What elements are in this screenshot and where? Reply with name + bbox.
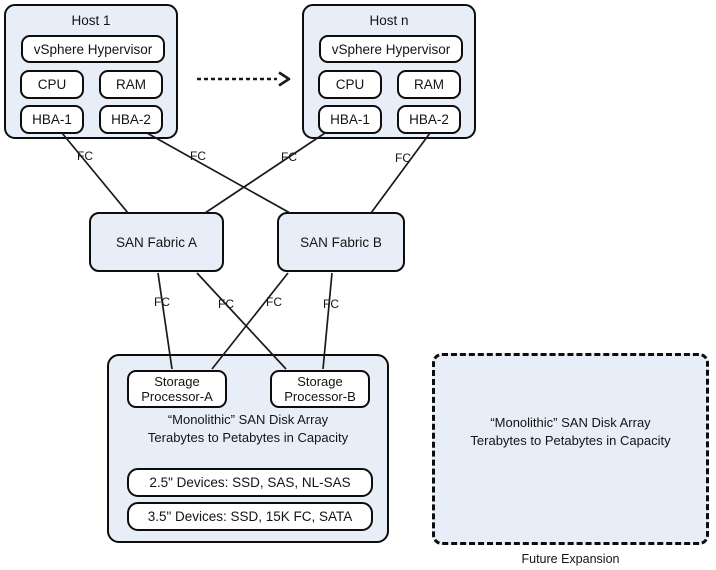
scale-out-arrow bbox=[197, 71, 291, 87]
future-expansion-title: “Monolithic” SAN Disk Array Terabytes to… bbox=[435, 414, 706, 450]
host-n-title: Host n bbox=[369, 13, 409, 28]
host-1-cpu-box: CPU bbox=[20, 70, 84, 99]
san-disk-array-box: Storage Processor-A Storage Processor-B … bbox=[107, 354, 389, 543]
fc-label-fabrica-spb: FC bbox=[218, 297, 234, 311]
array-title-line2: Terabytes to Petabytes in Capacity bbox=[147, 430, 349, 445]
san-fabric-b-box: SAN Fabric B bbox=[277, 212, 405, 272]
fc-label-hostn-hba2: FC bbox=[395, 151, 411, 165]
fc-label-host1-hba1: FC bbox=[77, 149, 93, 163]
array-title: “Monolithic” SAN Disk Array Terabytes to… bbox=[109, 411, 387, 447]
device-shelf-35: 3.5" Devices: SSD, 15K FC, SATA bbox=[127, 502, 373, 531]
host-n-hba2-box: HBA-2 bbox=[397, 105, 461, 134]
fc-line-hostnhba2-fabricb bbox=[370, 132, 431, 214]
host-1-hba2-box: HBA-2 bbox=[99, 105, 163, 134]
fc-label-fabricb-spb: FC bbox=[323, 297, 339, 311]
host-1-hba1-box: HBA-1 bbox=[20, 105, 84, 134]
san-fabric-a-box: SAN Fabric A bbox=[89, 212, 224, 272]
host-n-hba1-box: HBA-1 bbox=[318, 105, 382, 134]
fc-line-hostnhba1-fabrica bbox=[204, 132, 326, 214]
host-n-cpu-box: CPU bbox=[318, 70, 382, 99]
host-1-ram-box: RAM bbox=[99, 70, 163, 99]
fc-label-fabricb-spa: FC bbox=[266, 295, 282, 309]
host-1-hypervisor-box: vSphere Hypervisor bbox=[21, 35, 165, 63]
future-expansion-caption: Future Expansion bbox=[521, 552, 620, 566]
array-title-line1: “Monolithic” SAN Disk Array bbox=[167, 412, 329, 427]
host-1-title: Host 1 bbox=[71, 13, 111, 28]
fc-label-hostn-hba1: FC bbox=[281, 150, 297, 164]
host-n-ram-box: RAM bbox=[397, 70, 461, 99]
device-shelf-25: 2.5" Devices: SSD, SAS, NL-SAS bbox=[127, 468, 373, 497]
host-1-box: Host 1 vSphere Hypervisor CPU RAM HBA-1 … bbox=[4, 4, 178, 139]
fc-label-host1-hba2: FC bbox=[190, 149, 206, 163]
storage-processor-b-box: Storage Processor-B bbox=[270, 370, 370, 408]
fc-line-host1hba1-fabrica bbox=[61, 132, 129, 214]
future-expansion-box: “Monolithic” SAN Disk Array Terabytes to… bbox=[432, 353, 709, 545]
scale-out-arrow-head bbox=[278, 71, 291, 87]
future-expansion-line2: Terabytes to Petabytes in Capacity bbox=[470, 433, 671, 448]
fc-line-host1hba2-fabricb bbox=[146, 132, 291, 214]
future-expansion-line1: “Monolithic” SAN Disk Array bbox=[490, 415, 651, 430]
host-n-hypervisor-box: vSphere Hypervisor bbox=[319, 35, 463, 63]
fc-label-fabrica-spa: FC bbox=[154, 295, 170, 309]
host-n-box: Host n vSphere Hypervisor CPU RAM HBA-1 … bbox=[302, 4, 476, 139]
storage-processor-a-box: Storage Processor-A bbox=[127, 370, 227, 408]
